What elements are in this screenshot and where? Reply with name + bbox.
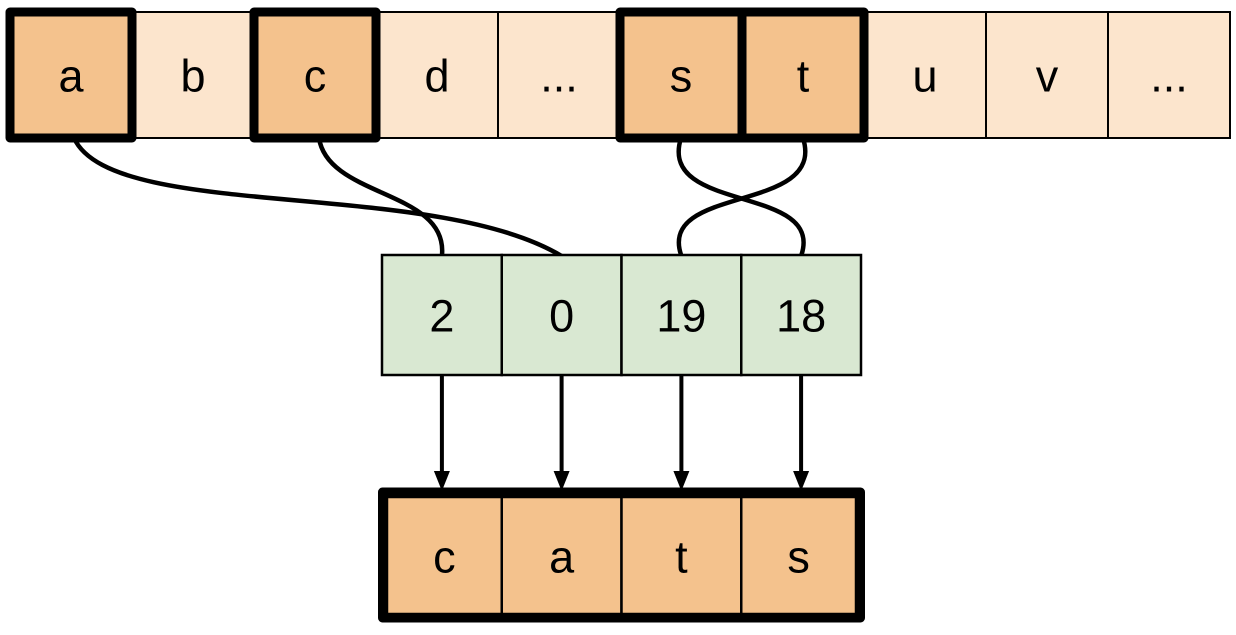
alphabet-cell-c-label: c	[304, 51, 327, 102]
index-cell-19-box	[620, 253, 743, 377]
alphabet-cell-d-box	[375, 11, 499, 139]
alphabet-cell-ellipsis-1: ...	[497, 11, 621, 139]
alphabet-cell-u: u	[863, 11, 987, 139]
alphabet-row-highlighted: a c s t	[5, 7, 869, 143]
output-cell-t: t	[620, 495, 743, 616]
arrow-down-2	[553, 376, 570, 491]
arrow-down-4	[793, 376, 810, 491]
alphabet-cell-c: c	[249, 7, 381, 143]
alphabet-cell-ellipsis-2-label: ...	[1150, 51, 1188, 102]
arrow-down-2-head	[553, 471, 570, 491]
alphabet-cell-v-box	[985, 11, 1109, 139]
output-cell-c-label: c	[433, 532, 456, 583]
alphabet-cell-s-label: s	[670, 51, 693, 102]
index-cell-18-label: 18	[776, 291, 826, 342]
alphabet-cell-s: s	[615, 7, 747, 143]
arrow-down-1-head	[433, 471, 450, 491]
alphabet-cell-t-box	[737, 7, 869, 143]
arrow-down-3-head	[673, 471, 690, 491]
alphabet-cell-d: d	[375, 11, 499, 139]
output-cell-c-box	[385, 495, 503, 616]
connector-a-to-0	[71, 137, 563, 258]
index-cell-2-label: 2	[429, 291, 454, 342]
output-cell-s-box	[740, 495, 858, 616]
alphabet-cell-u-box	[863, 11, 987, 139]
arrow-down-1	[433, 376, 450, 491]
index-row: 2 0 19 18	[380, 253, 863, 377]
index-cell-19: 19	[620, 253, 743, 377]
alphabet-cell-b: b	[131, 11, 255, 139]
output-cell-a-label: a	[549, 532, 575, 583]
alphabet-cell-b-box	[131, 11, 255, 139]
alphabet-cell-ellipsis-2-box	[1107, 11, 1231, 139]
alphabet-cell-t: t	[737, 7, 869, 143]
alphabet-cell-ellipsis-1-label: ...	[540, 51, 578, 102]
output-cell-a-box	[500, 495, 623, 616]
index-cell-2: 2	[380, 253, 503, 377]
alphabet-cell-v: v	[985, 11, 1109, 139]
alphabet-cell-c-box	[249, 7, 381, 143]
alphabet-cell-a: a	[5, 7, 137, 143]
alphabet-cell-t-label: t	[797, 51, 810, 102]
output-row: c a t s	[378, 487, 865, 623]
output-cell-a: a	[500, 495, 623, 616]
connector-t-to-19	[676, 137, 808, 257]
index-cell-18: 18	[740, 253, 863, 377]
index-cell-0-label: 0	[549, 291, 574, 342]
index-cell-0: 0	[500, 253, 623, 377]
output-cell-s-label: s	[787, 532, 810, 583]
alphabet-cell-v-label: v	[1036, 51, 1059, 102]
alphabet-cell-d-label: d	[424, 51, 449, 102]
index-cell-18-box	[740, 253, 863, 377]
alphabet-cell-a-label: a	[58, 51, 84, 102]
arrow-down-3	[673, 376, 690, 491]
alphabet-cell-ellipsis-2: ...	[1107, 11, 1231, 139]
connector-c-to-2	[316, 137, 445, 257]
index-to-output-arrows	[433, 376, 810, 491]
alphabet-row: b d ... u v ...	[131, 11, 1231, 139]
output-cell-t-label: t	[675, 532, 688, 583]
alphabet-cell-u-label: u	[912, 51, 937, 102]
index-cell-19-label: 19	[656, 291, 706, 342]
output-cell-s: s	[740, 495, 858, 616]
letter-to-index-connectors	[71, 137, 808, 258]
output-cell-c: c	[385, 495, 503, 616]
alphabet-cell-b-label: b	[180, 51, 205, 102]
alphabet-cell-a-box	[5, 7, 137, 143]
arrow-down-4-head	[793, 471, 810, 491]
